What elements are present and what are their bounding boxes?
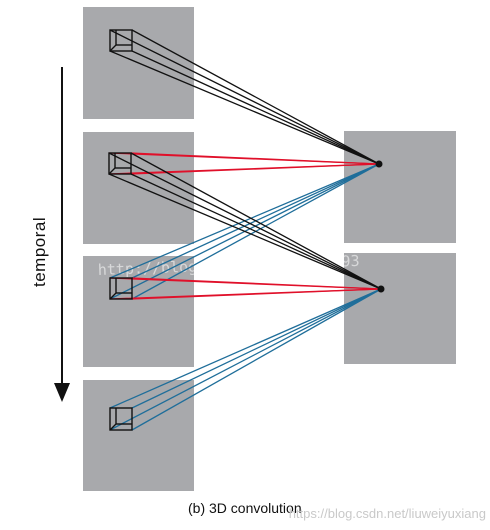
kernel-cube-frame-3 bbox=[109, 277, 133, 300]
kernel-cube-frame-1 bbox=[109, 29, 133, 52]
temporal-arrow bbox=[54, 67, 70, 402]
connections-frame3-to-output2 bbox=[109, 277, 382, 300]
kernel-cube-frame-2 bbox=[108, 152, 132, 175]
input-frame-2 bbox=[83, 132, 194, 244]
output-point-1 bbox=[375, 160, 383, 168]
watermark-bottom: https://blog.csdn.net/liuweiyuxiang bbox=[289, 506, 486, 521]
output-feature-map-2 bbox=[344, 253, 456, 364]
kernel-cube-frame-4 bbox=[109, 407, 133, 431]
connections-frame2-to-output1 bbox=[108, 152, 380, 175]
output-feature-map-1 bbox=[344, 131, 456, 243]
output-point-2 bbox=[377, 285, 385, 293]
connections-frame1-to-output1 bbox=[109, 29, 380, 165]
caption: (b) 3D convolution bbox=[188, 500, 302, 516]
connections-frame4-to-output2 bbox=[109, 288, 382, 431]
temporal-label: temporal bbox=[30, 217, 49, 287]
connections-frame2-to-output2 bbox=[108, 152, 382, 290]
input-frame-4 bbox=[83, 380, 194, 491]
